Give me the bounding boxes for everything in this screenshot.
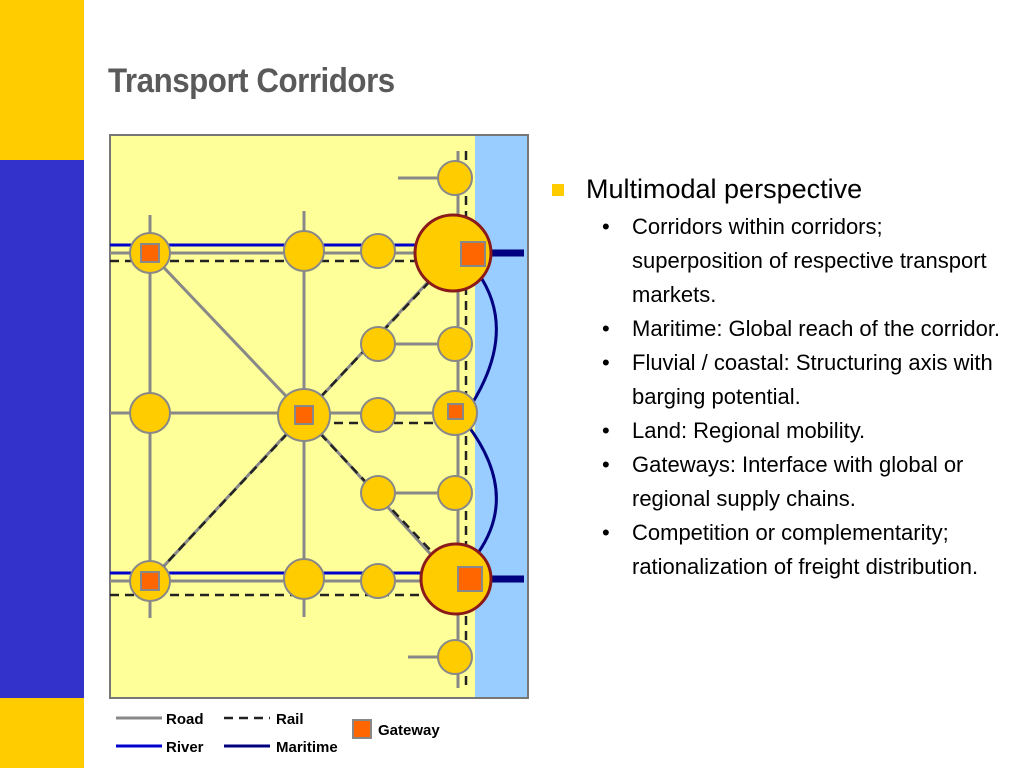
slide-title: Transport Corridors (108, 62, 395, 100)
gateway-marker (447, 403, 464, 420)
maritime-routes (464, 249, 524, 583)
gateway-markers (140, 241, 486, 592)
legend-river-label: River (166, 739, 204, 756)
bullet-list: Multimodal perspective • Corridors withi… (548, 172, 1008, 584)
major-gateway-node (419, 542, 493, 616)
major-gateway-node (413, 213, 493, 293)
bullet-dot-icon: • (602, 418, 610, 443)
node (360, 397, 396, 433)
sidebar-accent-middle (0, 160, 84, 698)
sea-area (475, 135, 527, 698)
sub-bullet-text: Competition or complementarity; rational… (632, 520, 979, 579)
node (360, 475, 396, 511)
node (360, 233, 396, 269)
node (437, 639, 473, 675)
sub-bullet: • Corridors within corridors; superposit… (602, 210, 1008, 312)
node (283, 558, 325, 600)
bullet-dot-icon: • (602, 520, 610, 545)
sub-bullet-text: Gateways: Interface with global or regio… (632, 452, 964, 511)
legend-gateway-swatch (352, 719, 372, 739)
main-bullet: Multimodal perspective (548, 172, 1008, 206)
bullet-dot-icon: • (602, 350, 610, 375)
node (437, 475, 473, 511)
legend-road-label: Road (166, 711, 204, 728)
bullet-dot-icon: • (602, 214, 610, 239)
node (283, 230, 325, 272)
gateway-marker (457, 566, 483, 592)
gateway-marker (140, 571, 160, 591)
sidebar-accent-top (0, 0, 84, 160)
sub-bullet-list: • Corridors within corridors; superposit… (548, 210, 1008, 584)
major-gateways (413, 213, 493, 616)
sub-bullet: • Gateways: Interface with global or reg… (602, 448, 1008, 516)
legend-maritime-label: Maritime (276, 739, 338, 756)
sub-bullet-text: Maritime: Global reach of the corridor. (632, 316, 1001, 341)
sub-bullet: • Fluvial / coastal: Structuring axis wi… (602, 346, 1008, 414)
gateway-marker (140, 243, 160, 263)
sub-bullet: • Land: Regional mobility. (602, 414, 1008, 448)
sub-bullet-text: Land: Regional mobility. (632, 418, 866, 443)
node (360, 563, 396, 599)
gateway-marker (294, 405, 314, 425)
node (129, 392, 171, 434)
sub-bullet: • Competition or complementarity; ration… (602, 516, 1008, 584)
main-bullet-text: Multimodal perspective (586, 174, 863, 204)
corridor-diagram: Road Rail River Maritime Gateway (109, 134, 529, 756)
sub-bullet: • Maritime: Global reach of the corridor… (602, 312, 1008, 346)
sub-bullet-text: Corridors within corridors; superpositio… (632, 214, 987, 307)
legend-rail-label: Rail (276, 711, 304, 728)
map-frame (109, 134, 529, 699)
sub-bullet-text: Fluvial / coastal: Structuring axis with… (632, 350, 993, 409)
legend-gateway-label: Gateway (378, 722, 440, 739)
node (437, 160, 473, 196)
bullet-dot-icon: • (602, 316, 610, 341)
legend: Road Rail River Maritime Gateway (116, 711, 440, 756)
node (360, 326, 396, 362)
gateway-marker (460, 241, 486, 267)
square-bullet-icon (552, 184, 564, 196)
node (437, 326, 473, 362)
sidebar-accent-bottom (0, 698, 84, 768)
bullet-dot-icon: • (602, 452, 610, 477)
